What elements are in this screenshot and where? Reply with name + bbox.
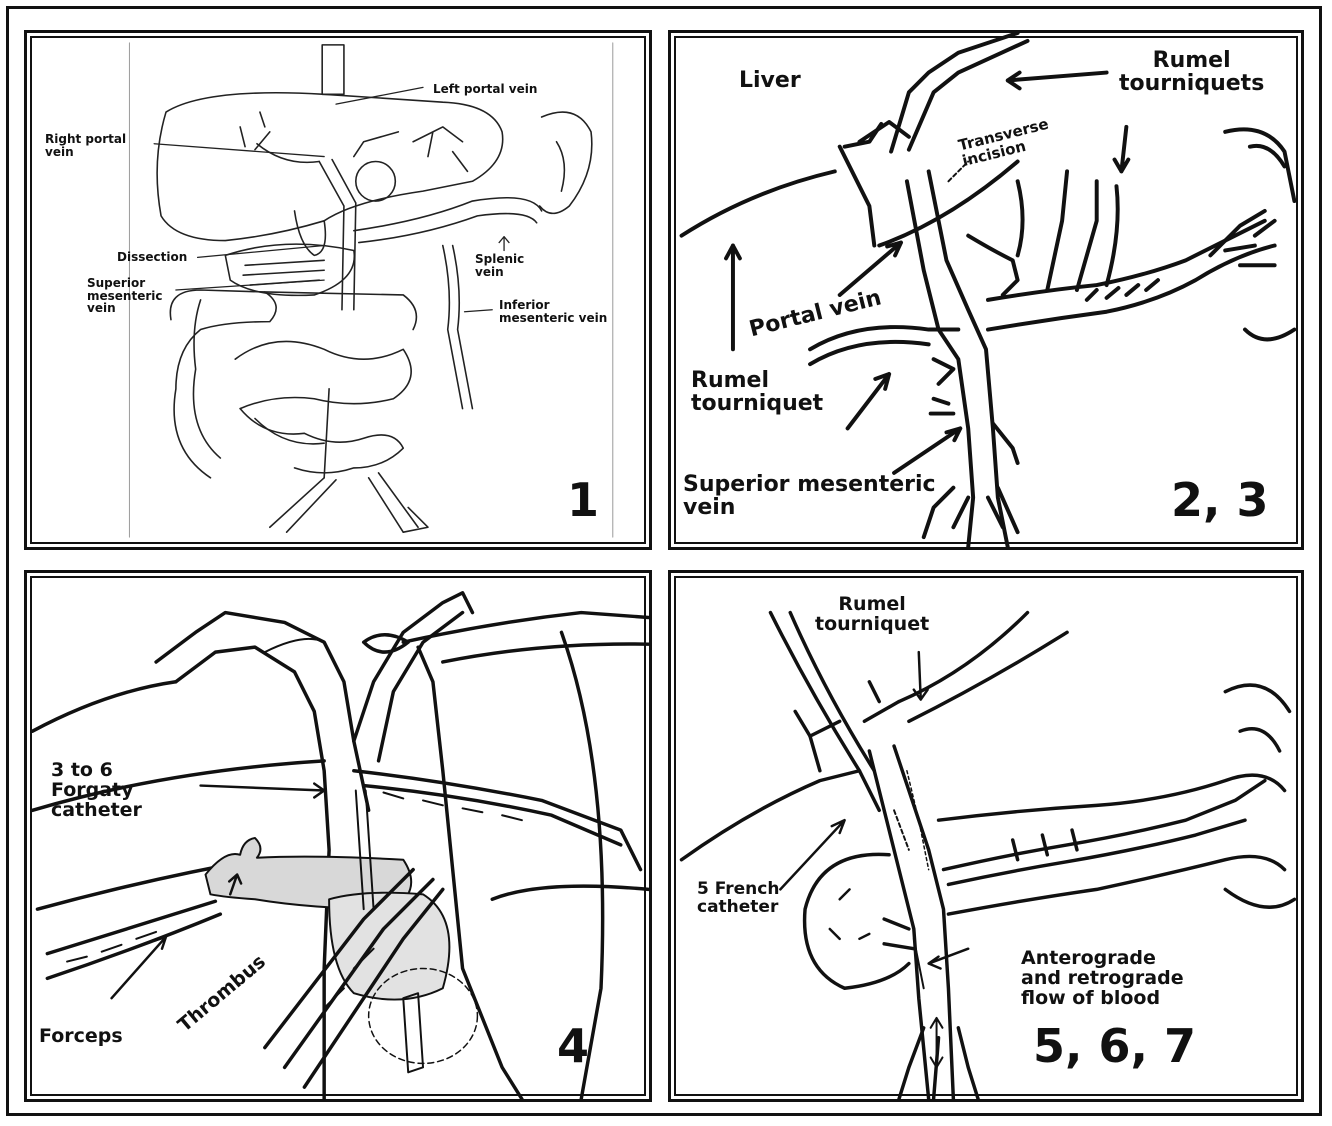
label-rumel-tourniquet: Rumel tourniquet [691,369,823,415]
panel-number: 5, 6, 7 [1033,1019,1196,1073]
panel-number: 4 [557,1019,589,1073]
panel-4-thrombectomy: 3 to 6 Forgaty catheter Thrombus Forceps… [24,570,652,1102]
label-forgaty-catheter: 3 to 6 Forgaty catheter [51,761,142,821]
panel-number: 1 [567,473,599,527]
label-superior-mesenteric-vein: Superior mesenteric vein [87,277,163,315]
panel-number: 2, 3 [1171,473,1269,527]
panel-2-3-illustration [671,33,1301,547]
label-french-catheter: 5 French catheter [697,881,779,917]
label-right-portal-vein: Right portal vein [45,133,126,158]
panel-2-3-portal-vein-exposure: Liver Rumel tourniquets Transverse incis… [668,30,1304,550]
label-rumel-tourniquets: Rumel tourniquets [1119,49,1264,95]
panel-5-6-7-illustration [671,573,1301,1099]
label-superior-mesenteric-vein: Superior mesenteric vein [683,473,936,519]
label-splenic-vein: Splenic vein [475,253,524,278]
panel-5-6-7-catheter-flow: Rumel tourniquet 5 French catheter Anter… [668,570,1304,1102]
label-forceps: Forceps [39,1027,123,1047]
panel-1-anatomy-overview: Left portal vein Right portal vein Disse… [24,30,652,550]
label-liver: Liver [739,69,801,92]
label-flow-of-blood: Anterograde and retrograde flow of blood [1021,949,1184,1009]
label-dissection: Dissection [117,251,187,264]
panel-4-illustration [27,573,649,1099]
label-inferior-mesenteric-vein: Inferior mesenteric vein [499,299,607,324]
label-rumel-tourniquet: Rumel tourniquet [815,595,929,635]
label-left-portal-vein: Left portal vein [433,83,537,96]
